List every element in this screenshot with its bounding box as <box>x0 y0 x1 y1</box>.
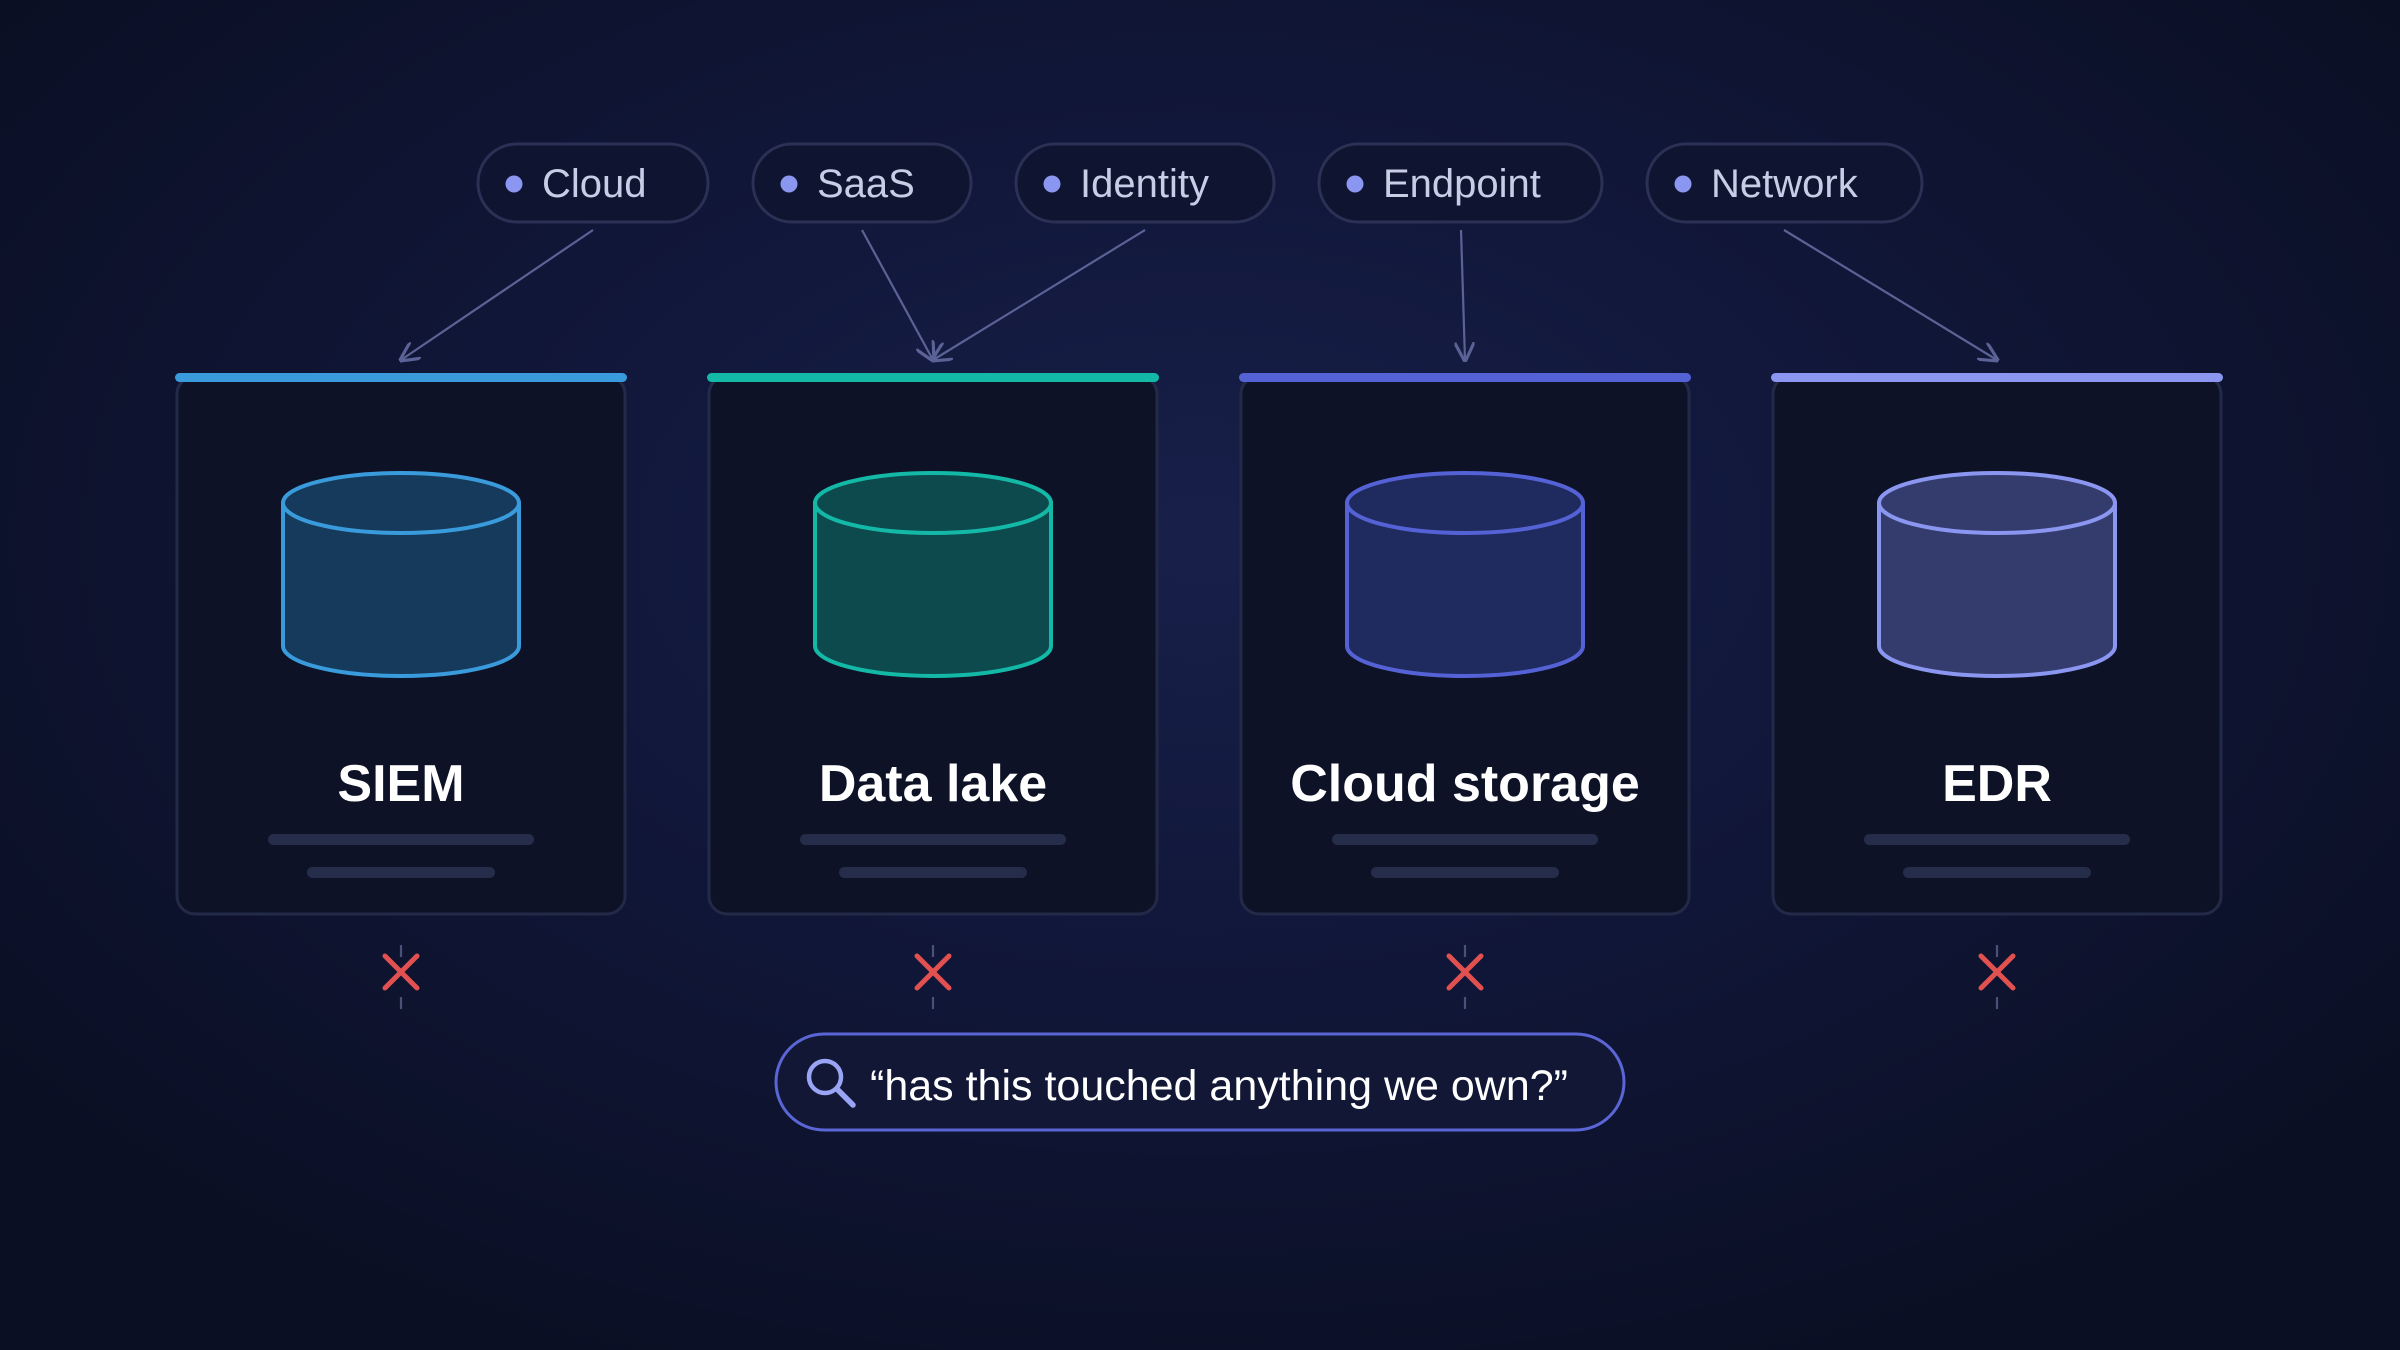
bullet-dot-icon <box>780 175 798 193</box>
placeholder-line <box>1903 867 2091 878</box>
store-card-data-lake: Data lake <box>707 373 1159 916</box>
not-found-marker-edr <box>1978 945 2016 1024</box>
database-icon <box>1877 471 2117 678</box>
source-pill-cloud: Cloud <box>476 142 710 224</box>
pill-outline <box>751 142 973 224</box>
not-found-marker-siem <box>382 945 420 1024</box>
not-found-marker-cloud-storage <box>1446 945 1484 1024</box>
miss-markers <box>382 945 2016 1024</box>
source-pills: Cloud SaaS Identity Endpoint Network <box>476 142 1924 224</box>
bullet-dot-icon <box>505 175 523 193</box>
query-box[interactable]: “has this touched anything we own?” <box>774 1032 1626 1132</box>
store-card-title: Cloud storage <box>1290 755 1640 813</box>
card-accent-bar <box>1771 373 2223 382</box>
store-cards: SIEM Data lake Cloud storage EDR <box>175 373 2223 916</box>
search-icon <box>806 1058 856 1108</box>
flow-arrow-endpoint-to-cloud-storage <box>1461 229 1465 360</box>
card-accent-bar <box>1239 373 1691 382</box>
database-icon <box>1345 471 1585 678</box>
store-card-title: EDR <box>1942 755 2052 813</box>
placeholder-line <box>307 867 495 878</box>
source-pill-endpoint: Endpoint <box>1317 142 1604 224</box>
store-card-edr: EDR <box>1771 373 2223 916</box>
card-accent-bar <box>175 373 627 382</box>
card-accent-bar <box>707 373 1159 382</box>
database-icon <box>813 471 1053 678</box>
bullet-dot-icon <box>1043 175 1061 193</box>
placeholder-line <box>1371 867 1559 878</box>
source-pill-network: Network <box>1645 142 1924 224</box>
source-pill-label: Endpoint <box>1383 162 1541 206</box>
not-found-marker-data-lake <box>914 945 952 1024</box>
flow-arrow-cloud-to-siem <box>401 229 594 360</box>
store-card-siem: SIEM <box>175 373 627 916</box>
pill-outline <box>1014 142 1276 224</box>
placeholder-line <box>268 834 534 845</box>
source-pill-saas: SaaS <box>751 142 973 224</box>
source-pill-label: SaaS <box>817 162 915 206</box>
source-pill-label: Network <box>1711 162 1859 206</box>
bullet-dot-icon <box>1346 175 1364 193</box>
flow-arrow-saas-to-data-lake <box>861 229 933 360</box>
pill-outline <box>1645 142 1924 224</box>
flow-arrow-identity-to-data-lake <box>933 229 1146 360</box>
placeholder-line <box>1864 834 2130 845</box>
source-pill-identity: Identity <box>1014 142 1276 224</box>
x-mark-icon <box>1978 953 2016 991</box>
store-card-title: SIEM <box>337 755 464 813</box>
store-card-title: Data lake <box>819 755 1047 813</box>
store-card-cloud-storage: Cloud storage <box>1239 373 1691 916</box>
pill-outline <box>476 142 710 224</box>
x-mark-icon <box>914 953 952 991</box>
query-box-outline <box>774 1032 1626 1132</box>
source-pill-label: Identity <box>1080 162 1209 206</box>
placeholder-line <box>800 834 1066 845</box>
x-mark-icon <box>382 953 420 991</box>
flow-arrow-network-to-edr <box>1783 229 1997 360</box>
query-text: “has this touched anything we own?” <box>870 1062 1568 1110</box>
placeholder-line <box>839 867 1027 878</box>
source-pill-label: Cloud <box>542 162 647 206</box>
x-mark-icon <box>1446 953 1484 991</box>
pill-outline <box>1317 142 1604 224</box>
flow-arrows <box>401 229 1997 360</box>
database-icon <box>281 471 521 678</box>
placeholder-line <box>1332 834 1598 845</box>
bullet-dot-icon <box>1674 175 1692 193</box>
